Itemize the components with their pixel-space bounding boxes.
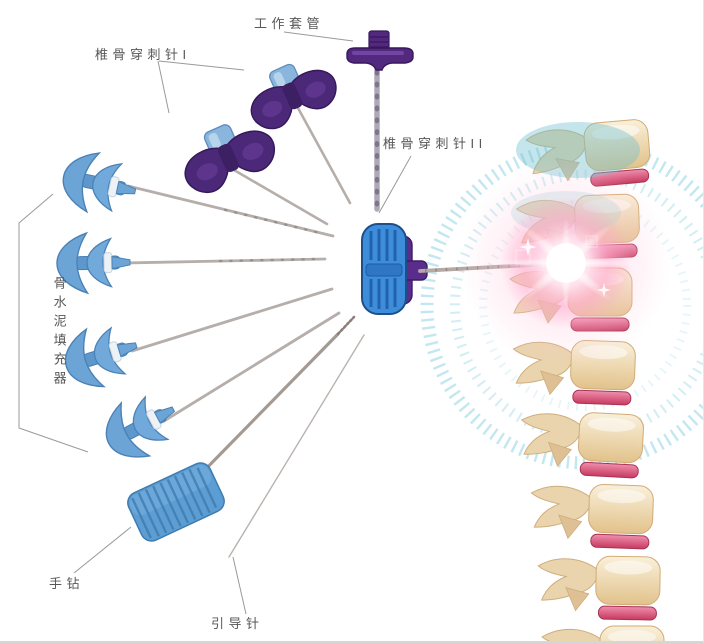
drill-tip (336, 315, 356, 336)
label-puncture-needle-1: 椎骨穿刺针I (95, 47, 191, 62)
label-guide-needle: 引导针 (211, 616, 264, 631)
filler-needle-4 (162, 311, 341, 423)
cement-filler-instrument-4 (95, 383, 188, 470)
hud-square (515, 249, 531, 265)
puncture1-needle-a (296, 106, 352, 205)
drill-shaft (192, 332, 340, 483)
hud-square (585, 235, 598, 248)
filler-needle-3 (130, 287, 334, 353)
leader-puncture1-b (157, 60, 170, 114)
leader-hand-drill (73, 526, 132, 574)
puncture-needle-1-instrument-upper (238, 49, 344, 137)
cement-filler-instrument-1 (57, 147, 141, 221)
cement-filler-instrument-3 (58, 317, 145, 396)
cement-filler-instrument-2 (56, 232, 130, 293)
filler-needle-1 (126, 184, 335, 238)
label-puncture-needle-2: 椎骨穿刺针II (383, 136, 487, 151)
leader-puncture2 (378, 155, 412, 214)
leader-guide-needle (232, 556, 247, 615)
sparkle-icon (519, 238, 537, 256)
label-working-cannula: 工作套管 (254, 16, 325, 31)
leader-puncture1-a (158, 60, 245, 71)
guide-needle-wire (228, 334, 365, 558)
leader-working-cannula (283, 31, 354, 42)
cement-filler-bracket (18, 193, 89, 453)
label-leader-lines (18, 31, 412, 615)
needles (122, 63, 380, 558)
target-glow (461, 158, 671, 368)
label-bone-cement-filler: 骨水泥填充器 (51, 276, 67, 390)
label-hand-drill: 手钻 (49, 576, 85, 591)
hand-drill-instrument (127, 462, 225, 542)
puncture1-needle-b (232, 168, 329, 226)
filler-needle-2 (122, 257, 327, 265)
sparkle-icon (597, 283, 611, 297)
working-cannula-instrument (346, 30, 414, 71)
